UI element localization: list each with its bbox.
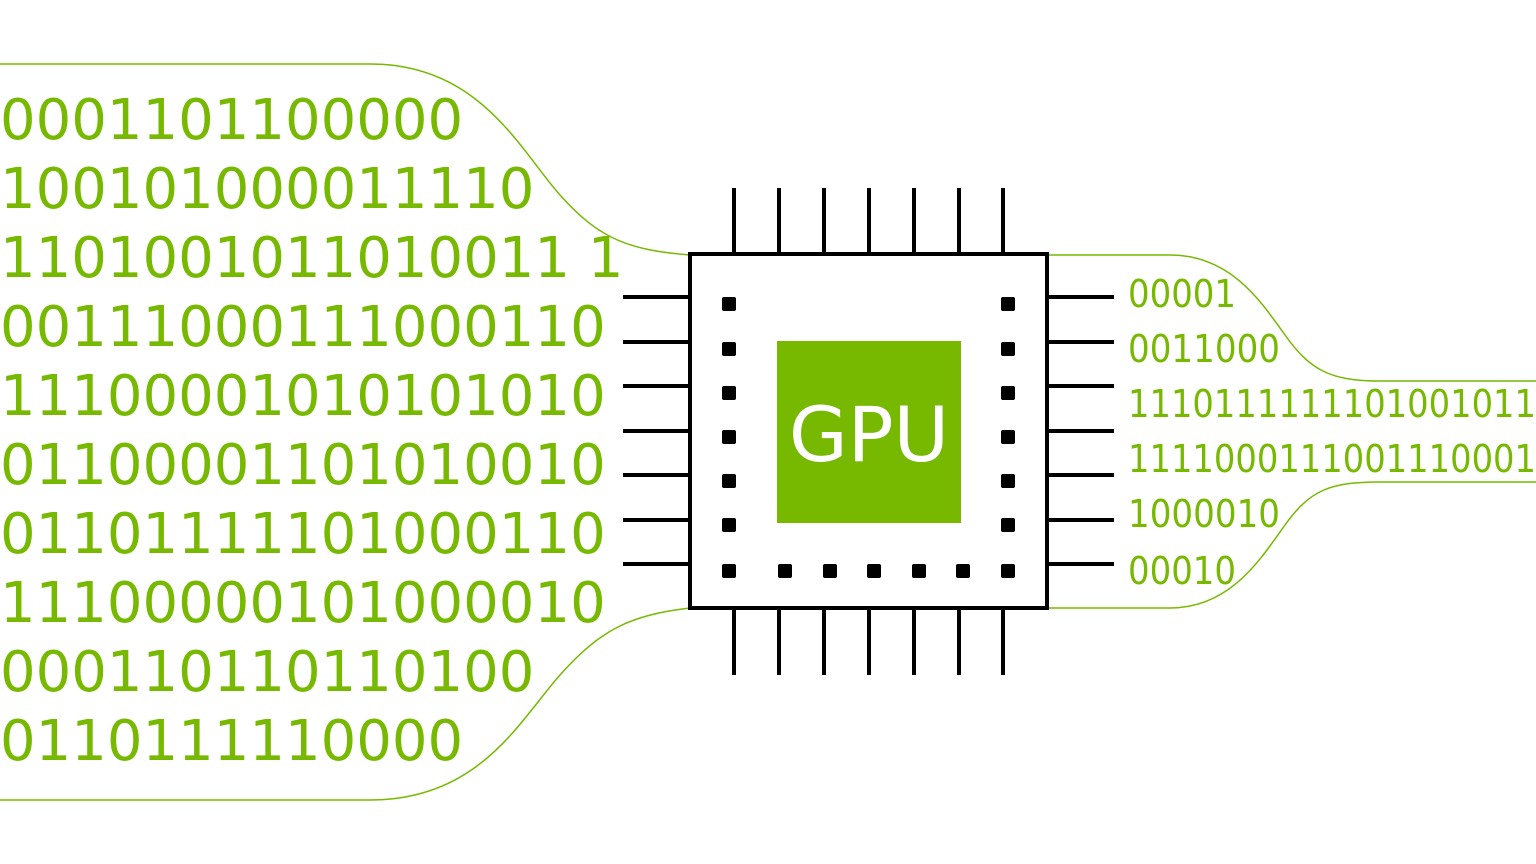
input-bits-row: 01100001101010010 bbox=[0, 433, 606, 498]
output-bits-row: 00001 bbox=[1128, 272, 1236, 316]
chip-dot bbox=[1001, 386, 1015, 400]
input-bits-row: 1101001011010011 1 bbox=[0, 226, 624, 291]
chip-dot bbox=[722, 430, 736, 444]
output-bits-row: 1110111111101001011 bbox=[1128, 382, 1536, 426]
chip-dot bbox=[1001, 297, 1015, 311]
chip-dot bbox=[1001, 474, 1015, 488]
chip-dot bbox=[912, 564, 926, 578]
chip-dot bbox=[1001, 518, 1015, 532]
output-bits-row: 00010 bbox=[1128, 549, 1236, 593]
chip-dot bbox=[823, 564, 837, 578]
chip-pins bbox=[623, 188, 1114, 675]
output-bits-row: 0011000 bbox=[1128, 327, 1280, 371]
chip-dot bbox=[722, 386, 736, 400]
input-bits-row: 11100001010101010 bbox=[0, 364, 606, 429]
output-bit-stream: 00001 0011000 1110111111101001011 111100… bbox=[1128, 272, 1536, 593]
gpu-label: GPU bbox=[789, 390, 949, 479]
input-bit-stream: 0001101100000 100101000011110 1101001011… bbox=[0, 88, 624, 774]
chip-dot bbox=[1001, 342, 1015, 356]
output-bits-row: 1111000111001110001 bbox=[1128, 437, 1536, 481]
chip-dot bbox=[722, 474, 736, 488]
chip-dot bbox=[722, 342, 736, 356]
chip-dot bbox=[722, 518, 736, 532]
output-funnel-outline bbox=[1047, 254, 1536, 609]
output-bits-row: 1000010 bbox=[1128, 492, 1280, 536]
input-bits-row: 0001101100000 bbox=[0, 88, 463, 153]
input-funnel-outline bbox=[0, 63, 691, 801]
chip-dot bbox=[722, 564, 736, 578]
input-bits-row: 00111000111000110 bbox=[0, 295, 606, 360]
chip-dot bbox=[956, 564, 970, 578]
chip-dot bbox=[722, 297, 736, 311]
input-bits-row: 100101000011110 bbox=[0, 157, 534, 222]
chip-dot bbox=[1001, 430, 1015, 444]
input-bits-row: 000110110110100 bbox=[0, 640, 534, 705]
chip-dot bbox=[867, 564, 881, 578]
input-bits-row: 11100000101000010 bbox=[0, 571, 606, 636]
gpu-core bbox=[777, 341, 961, 523]
chip-contact-dots bbox=[722, 297, 1015, 578]
input-bits-row: 01101111101000110 bbox=[0, 502, 606, 567]
chip-dot bbox=[778, 564, 792, 578]
input-bits-row: 0110111110000 bbox=[0, 709, 463, 774]
chip-dot bbox=[1001, 564, 1015, 578]
